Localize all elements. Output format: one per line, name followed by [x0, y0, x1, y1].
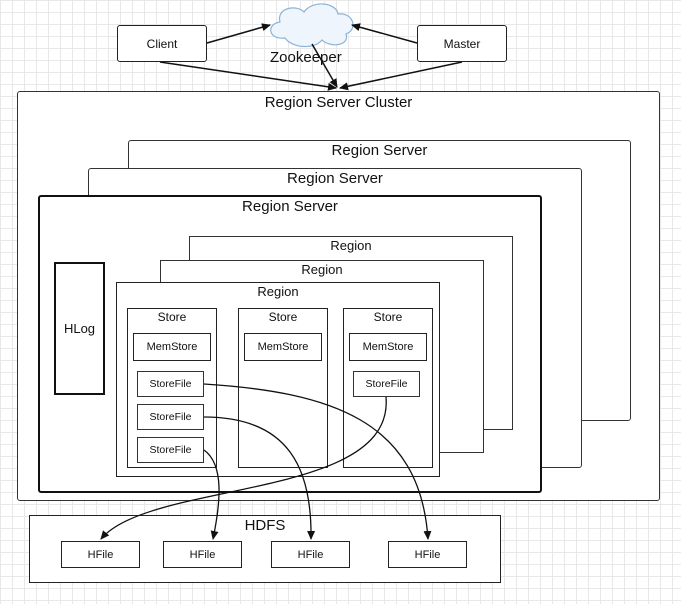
storefile-3a-label: StoreFile [365, 378, 408, 390]
client-box[interactable]: Client [117, 25, 207, 62]
storefile-1b-label: StoreFile [149, 411, 192, 423]
hfile-4-label: HFile [414, 548, 441, 561]
storefile-1c[interactable]: StoreFile [137, 437, 204, 463]
hlog-label: HLog [63, 321, 96, 336]
memstore-1-label: MemStore [146, 341, 198, 353]
memstore-2[interactable]: MemStore [244, 333, 322, 361]
hfile-4[interactable]: HFile [388, 541, 467, 568]
zookeeper-label: Zookeeper [270, 49, 342, 66]
region-front-title: Region [257, 284, 299, 299]
memstore-3[interactable]: MemStore [349, 333, 427, 361]
storefile-1a[interactable]: StoreFile [137, 371, 204, 397]
region-server-mid-title: Region Server [287, 170, 383, 187]
hfile-1-label: HFile [87, 548, 114, 561]
hfile-2[interactable]: HFile [163, 541, 242, 568]
region-back-title: Region [330, 238, 372, 253]
storefile-3a[interactable]: StoreFile [353, 371, 420, 397]
memstore-1[interactable]: MemStore [133, 333, 211, 361]
zookeeper-to-cluster-arrow [311, 43, 338, 88]
hlog-box[interactable]: HLog [54, 262, 105, 395]
zookeeper-cloud-icon [270, 3, 354, 48]
master-label: Master [443, 36, 481, 51]
store-2: Store [238, 308, 328, 468]
hfile-1[interactable]: HFile [61, 541, 140, 568]
client-to-cluster-arrow [159, 61, 337, 91]
master-to-zookeeper-arrow [351, 23, 418, 44]
region-server-front-title: Region Server [242, 198, 338, 215]
region-mid-title: Region [301, 262, 343, 277]
memstore-3-label: MemStore [362, 341, 414, 353]
client-to-zookeeper-arrow [206, 23, 271, 44]
cluster-title: Region Server Cluster [264, 94, 413, 111]
master-box[interactable]: Master [417, 25, 507, 62]
hfile-3-label: HFile [297, 548, 324, 561]
store-2-title: Store [268, 310, 298, 324]
storefile-1b[interactable]: StoreFile [137, 404, 204, 430]
storefile-1a-label: StoreFile [149, 378, 192, 390]
store-1-title: Store [157, 310, 187, 324]
store-3-title: Store [373, 310, 403, 324]
hdfs-title: HDFS [244, 517, 286, 534]
client-label: Client [146, 36, 178, 51]
memstore-2-label: MemStore [257, 341, 309, 353]
master-to-cluster-arrow [339, 61, 463, 91]
storefile-1c-label: StoreFile [149, 444, 192, 456]
hfile-2-label: HFile [189, 548, 216, 561]
region-server-back-title: Region Server [331, 142, 428, 159]
hfile-3[interactable]: HFile [271, 541, 350, 568]
